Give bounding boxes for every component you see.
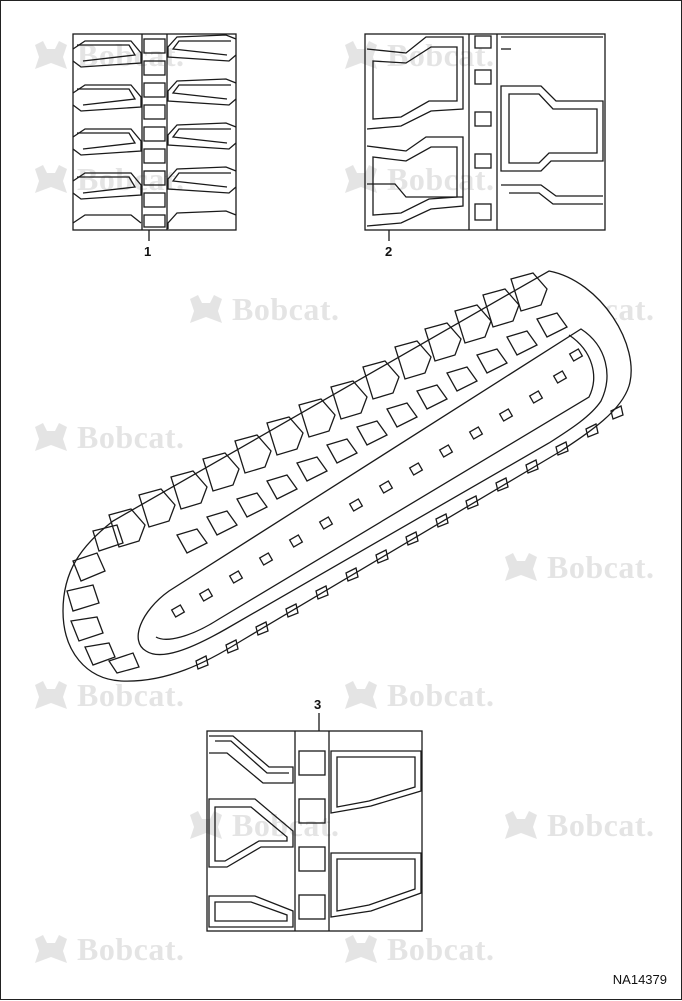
watermark: Bobcat.: [341, 37, 495, 74]
bobcat-logo-icon: [345, 40, 377, 69]
watermark: Bobcat.: [31, 931, 185, 968]
bobcat-logo-icon: [345, 164, 377, 193]
watermark: Bobcat.: [341, 931, 495, 968]
tread-center-blocks: [474, 35, 492, 221]
tread-lugs-left: [72, 40, 142, 224]
figure-id: NA14379: [612, 972, 667, 987]
watermark: Bobcat.: [341, 161, 495, 198]
watermark: Bobcat.: [501, 549, 655, 586]
callout-1: 1: [144, 244, 152, 259]
callout-2: 2: [385, 244, 393, 259]
tread-lugs-left: [208, 735, 294, 928]
tread-pattern-3: [206, 713, 423, 932]
tread-lugs-top: [108, 272, 548, 548]
tread-lugs-left: [366, 36, 464, 227]
tread-pattern-2: [364, 33, 606, 241]
tread-lugs-right: [330, 750, 422, 918]
bobcat-logo-icon: [505, 810, 537, 839]
bobcat-logo-icon: [35, 164, 67, 193]
bobcat-logo-icon: [35, 422, 67, 451]
watermark: Bobcat.: [31, 419, 185, 456]
watermark: Bobcat.: [501, 807, 655, 844]
callout-3: 3: [314, 697, 322, 712]
tread-pattern-1: [72, 33, 237, 241]
rubber-track-3d: [62, 270, 632, 682]
tread-lugs-right: [167, 34, 237, 229]
bobcat-logo-icon: [190, 294, 222, 323]
bobcat-logo-icon: [345, 934, 377, 963]
tread-center-blocks: [298, 750, 326, 920]
bobcat-logo-icon: [505, 552, 537, 581]
watermark: Bobcat.: [31, 677, 185, 714]
watermark: Bobcat.: [341, 677, 495, 714]
bobcat-logo-icon: [345, 680, 377, 709]
bobcat-logo-icon: [190, 810, 222, 839]
tread-lugs-right: [500, 36, 604, 205]
bobcat-logo-icon: [35, 934, 67, 963]
bobcat-logo-icon: [35, 40, 67, 69]
bobcat-logo-icon: [35, 680, 67, 709]
tread-center-blocks: [143, 38, 166, 228]
tread-lugs-front-curve: [66, 524, 140, 674]
watermark: Bobcat.: [186, 291, 340, 328]
bottom-lugs: [195, 405, 624, 670]
inner-guide-lugs: [170, 348, 584, 618]
tread-lugs-bottom: [176, 312, 568, 554]
